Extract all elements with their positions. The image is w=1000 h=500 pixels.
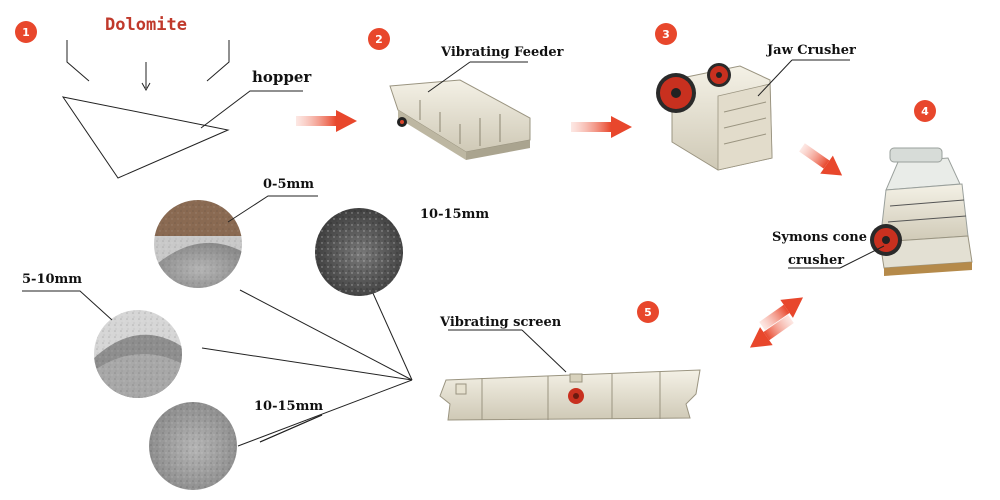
feeder-leader-line: [427, 61, 471, 93]
step-number: 2: [375, 33, 383, 46]
feeder-label: Vibrating Feeder: [440, 45, 564, 60]
diagram-title: Dolomite: [105, 15, 187, 35]
jaw-leader-line: [757, 59, 793, 97]
vibrating-screen-machine: [439, 369, 701, 421]
product-photo-10-15mm-top: [315, 208, 403, 296]
step-badge-1: 1: [15, 21, 37, 43]
step-badge-2: 2: [368, 28, 390, 50]
size-label-10-15mm-bottom: 10-15mm: [254, 399, 323, 414]
hopper-label: hopper: [252, 68, 312, 86]
vibrating-screen-label: Vibrating screen: [439, 315, 562, 330]
screen-leader-line: [521, 329, 567, 373]
step-number: 1: [22, 26, 30, 39]
cone-crusher-machine: [870, 147, 973, 276]
size-label-10-15mm-top: 10-15mm: [420, 207, 489, 222]
flow-arrow-1: [296, 110, 357, 132]
step-number: 3: [662, 28, 670, 41]
flow-arrow-3: [799, 143, 843, 176]
step-badge-5: 5: [637, 301, 659, 323]
vibrating-feeder-machine: [389, 79, 531, 160]
flow-arrow-2: [571, 116, 632, 138]
cone-crusher-label-line1: Symons cone: [772, 230, 867, 245]
size-label-5-10mm: 5-10mm: [22, 272, 82, 287]
flow-arrow-return: [749, 297, 804, 348]
product-distribution-lines: [201, 289, 413, 447]
product-photo-0-5mm: [154, 200, 242, 288]
jaw-crusher-machine: [656, 63, 773, 171]
cone-leader-line: [839, 245, 885, 269]
size-label-0-5mm: 0-5mm: [263, 177, 314, 192]
product-photo-5-10mm: [94, 310, 182, 398]
product-photo-10-15mm-bottom: [149, 402, 237, 490]
jaw-crusher-label: Jaw Crusher: [766, 43, 856, 58]
step-badge-3: 3: [655, 23, 677, 45]
cone-crusher-label-line2: crusher: [788, 253, 844, 268]
hopper-schematic: [61, 40, 303, 179]
size-label-leaders: [22, 195, 323, 443]
step-badge-4: 4: [914, 100, 936, 122]
step-number: 4: [921, 105, 929, 118]
step-number: 5: [644, 306, 652, 319]
